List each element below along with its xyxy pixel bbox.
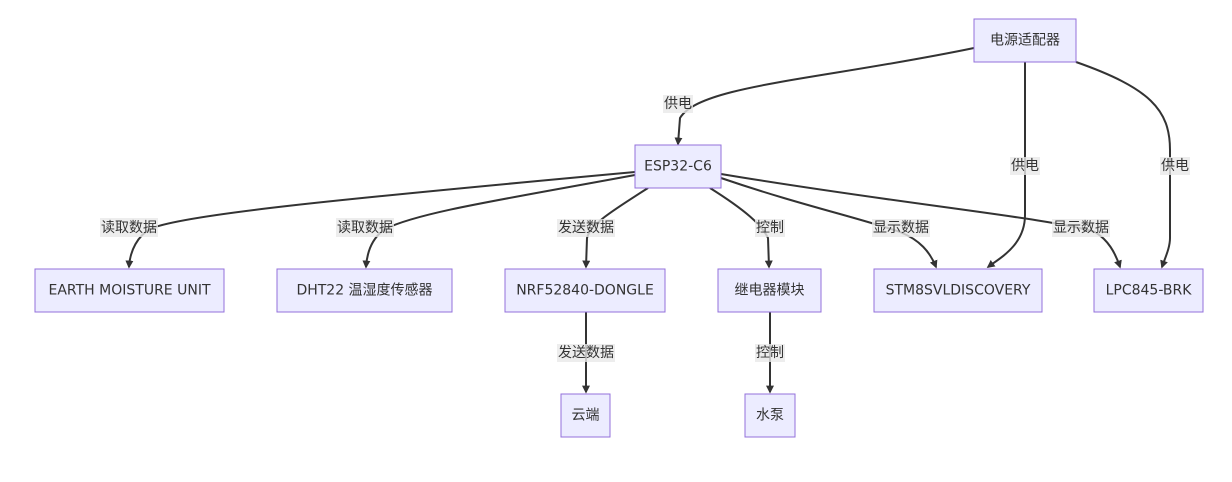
edge-label-background	[663, 95, 693, 113]
edge-esp-to-earth	[125, 171, 636, 269]
edge-label-text: 读取数据	[101, 219, 157, 236]
edge-esp-to-dht	[362, 174, 636, 269]
node-box	[634, 144, 722, 189]
edge-label-background	[100, 218, 158, 237]
node-earth: EARTH MOISTURE UNIT	[34, 268, 225, 313]
edge-label-text: 显示数据	[1053, 220, 1109, 236]
edge-label-background	[1052, 219, 1110, 237]
edge-label-text: 供电	[664, 96, 692, 112]
node-box	[973, 18, 1077, 63]
node-box	[744, 393, 796, 438]
node-box	[276, 268, 453, 313]
node-label: LPC845-BRK	[1106, 283, 1193, 299]
edge-label-text: 控制	[756, 220, 784, 236]
edge-label-esp-to-earth: 读取数据	[100, 218, 158, 237]
node-box	[717, 268, 822, 313]
edge-label-text: 供电	[1011, 158, 1039, 174]
edge-esp-to-relay	[709, 187, 773, 269]
edge-label-background	[872, 219, 930, 237]
node-box	[873, 268, 1043, 313]
edge-power-to-lpc	[1075, 61, 1171, 269]
edge-esp-to-lpc	[720, 173, 1122, 269]
edge-label-esp-to-lpc: 显示数据	[1052, 219, 1110, 237]
edge-label-esp-to-relay: 控制	[755, 219, 785, 237]
node-box	[504, 268, 666, 313]
node-lpc: LPC845-BRK	[1093, 268, 1204, 313]
edge-label-background	[755, 219, 785, 237]
node-label: STM8SVLDISCOVERY	[886, 283, 1031, 299]
edge-label-text: 显示数据	[873, 220, 929, 236]
edge-power-to-stm	[986, 62, 1026, 268]
node-cloud: 云端	[560, 393, 611, 438]
edges-layer	[125, 47, 1171, 394]
node-pump: 水泵	[744, 393, 796, 438]
node-label: 继电器模块	[735, 283, 805, 299]
edge-label-relay-to-pump: 控制	[755, 344, 785, 362]
node-label: EARTH MOISTURE UNIT	[49, 283, 211, 299]
node-label: ESP32-C6	[644, 159, 712, 175]
node-stm: STM8SVLDISCOVERY	[873, 268, 1043, 313]
node-label: DHT22 温湿度传感器	[296, 282, 432, 299]
edge-label-power-to-esp: 供电	[663, 95, 693, 113]
edge-label-text: 控制	[756, 345, 784, 361]
node-power: 电源适配器	[973, 18, 1077, 63]
node-label: 云端	[572, 408, 600, 424]
node-label: 水泵	[756, 408, 784, 424]
edge-label-esp-to-stm: 显示数据	[872, 219, 930, 237]
edge-label-nrf-to-cloud: 发送数据	[557, 344, 615, 362]
edge-label-text: 供电	[1161, 158, 1189, 174]
node-label: 电源适配器	[990, 33, 1060, 49]
edge-label-background	[336, 218, 394, 237]
node-relay: 继电器模块	[717, 268, 822, 313]
edge-label-background	[1160, 157, 1190, 175]
edge-label-esp-to-nrf: 发送数据	[557, 219, 615, 237]
edge-label-background	[755, 344, 785, 362]
edge-power-to-esp	[674, 47, 975, 146]
node-box	[560, 393, 611, 438]
edge-label-esp-to-dht: 读取数据	[336, 218, 394, 237]
edge-label-power-to-stm: 供电	[1010, 157, 1040, 175]
node-box	[34, 268, 225, 313]
node-dht: DHT22 温湿度传感器	[276, 268, 453, 313]
edge-label-background	[1010, 157, 1040, 175]
edge-label-text: 发送数据	[558, 345, 614, 361]
node-nrf: NRF52840-DONGLE	[504, 268, 666, 313]
node-esp: ESP32-C6	[634, 144, 722, 189]
edge-label-power-to-lpc: 供电	[1160, 157, 1190, 175]
edge-label-background	[557, 219, 615, 237]
edge-label-background	[557, 344, 615, 362]
edge-label-text: 读取数据	[337, 219, 393, 236]
node-box	[1093, 268, 1204, 313]
edge-label-text: 发送数据	[558, 220, 614, 236]
node-label: NRF52840-DONGLE	[516, 283, 654, 299]
edge-labels-layer: 供电供电供电读取数据读取数据发送数据控制显示数据显示数据发送数据控制	[100, 95, 1190, 362]
